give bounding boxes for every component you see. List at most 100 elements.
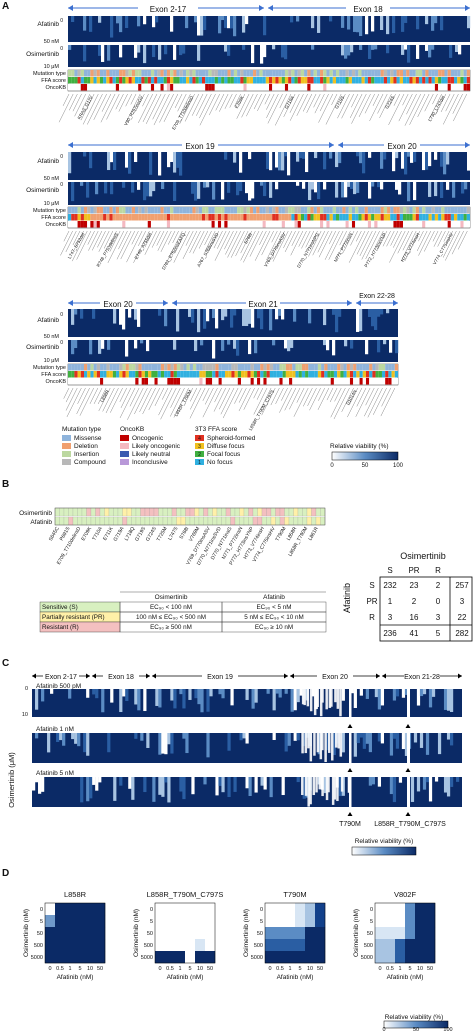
c-legend-title: Relative viability (%) <box>355 838 414 845</box>
b-mutation-label: T790M <box>275 526 288 542</box>
svg-text:FFA score: FFA score <box>41 215 66 221</box>
svg-text:50: 50 <box>427 966 433 972</box>
panel-a-legend: Mutation type MissenseDeletionInsertionC… <box>62 426 404 469</box>
mutation-label: G719S <box>334 95 345 110</box>
svg-text:50: 50 <box>37 931 43 937</box>
c-markers: T790M L858R_T790M_C797S <box>339 724 446 828</box>
mutation-label: G719A <box>284 95 295 110</box>
c-block3-label: Afatinib 5 nM <box>36 770 74 777</box>
a-viability-title: Relative viability (%) <box>330 443 389 450</box>
svg-text:0.5: 0.5 <box>386 966 394 972</box>
svg-text:FFA score: FFA score <box>41 372 66 378</box>
b-mutation-labels: S645CP691SE709_T710delinsDE709KT710AE711… <box>48 525 320 566</box>
svg-text:3: 3 <box>198 444 201 450</box>
b-matrix-cell: 0 <box>436 597 441 606</box>
svg-text:5: 5 <box>40 919 43 925</box>
legend-item: Likely oncogenic <box>132 443 181 450</box>
d-heatmap-title: L858R_T790M_C797S <box>147 890 224 899</box>
b-criteria-label: Resistant (R) <box>42 624 79 631</box>
d-legend-colorbar <box>383 1020 449 1029</box>
svg-text:50: 50 <box>413 1027 419 1031</box>
panel-a-row-1: Exon 2-17 Exon 18 Afatinib 50 nM 0 Osime… <box>26 3 471 131</box>
legend-ffa-title: 3T3 FFA score <box>195 426 238 433</box>
svg-text:0: 0 <box>48 966 51 972</box>
d-x-axis-label: Afatinib (nM) <box>57 974 94 981</box>
svg-text:0: 0 <box>382 1027 385 1031</box>
b-matrix-cell: 232 <box>383 581 397 590</box>
svg-text:5000: 5000 <box>251 955 263 961</box>
c-block2-label: Afatinib 1 nM <box>36 726 74 733</box>
c-y-axis-label: Osimertinib (μM) <box>7 752 16 808</box>
svg-text:100: 100 <box>393 463 404 469</box>
d-y-axis-label: Osimertinib (nM) <box>23 909 30 957</box>
svg-text:Afatinib: Afatinib <box>37 317 59 324</box>
mutation-label: L858R <box>99 388 110 403</box>
b-matrix-title: Osimertinib <box>400 551 446 561</box>
svg-text:Osimertinib: Osimertinib <box>26 344 59 351</box>
mutation-label: V769_D770insASV <box>263 232 287 268</box>
b-mutation-label: L861R <box>307 526 320 542</box>
svg-text:1: 1 <box>288 966 291 972</box>
mutation-label: R748_P753delinsS <box>96 232 120 268</box>
svg-text:50: 50 <box>317 966 323 972</box>
svg-text:EC₉₀ ≥ 500 nM: EC₉₀ ≥ 500 nM <box>150 624 192 631</box>
legend-item: Focal focus <box>207 451 241 458</box>
b-matrix-cell: 257 <box>455 581 469 590</box>
legend-item: No focus <box>207 459 233 466</box>
svg-text:100: 100 <box>443 1027 452 1031</box>
b-matrix-cell: 23 <box>410 581 419 590</box>
panel-a-row-3: Exon 20 Exon 21 Exon 22-28 Afatinib 50 n… <box>26 293 399 431</box>
mutation-label: A767_S768insSVD <box>196 231 220 268</box>
c-exon-label: Exon 2-17 <box>45 674 77 681</box>
b-matrix-cell: 3 <box>460 597 465 606</box>
mutation-label: S768I <box>243 232 253 245</box>
a-row2-drug1: Afatinib <box>37 158 59 165</box>
svg-text:50: 50 <box>257 931 263 937</box>
b-matrix-cell: 22 <box>458 613 467 622</box>
svg-text:0: 0 <box>378 966 381 972</box>
svg-text:0: 0 <box>25 686 28 692</box>
svg-text:5: 5 <box>150 919 153 925</box>
a-row1-drug1-tick: 50 nM <box>44 39 60 45</box>
svg-text:1: 1 <box>398 966 401 972</box>
svg-text:50 nM: 50 nM <box>44 334 60 340</box>
svg-text:4: 4 <box>198 436 201 442</box>
legend-item: Diffuse focus <box>207 443 245 450</box>
a-row3-exon-1: Exon 20 <box>103 300 133 309</box>
svg-text:EC₉₀ < 100 nM: EC₉₀ < 100 nM <box>150 604 192 611</box>
legend-item: Deletion <box>74 443 98 450</box>
d-x-axis-label: Afatinib (nM) <box>167 974 204 981</box>
d-x-axis-label: Afatinib (nM) <box>387 974 424 981</box>
mutation-label: D761_E762insEAFQ <box>161 232 186 271</box>
svg-text:0: 0 <box>268 966 271 972</box>
legend-item: Missense <box>74 435 102 442</box>
b-row-label-osimertinib: Osimertinib <box>19 510 52 517</box>
a-row1-exon-2: Exon 18 <box>353 5 383 14</box>
svg-text:0.5: 0.5 <box>276 966 284 972</box>
svg-text:10: 10 <box>22 712 28 718</box>
legend-item: Spheroid-formed <box>207 435 256 442</box>
b-matrix-cell: 3 <box>436 613 441 622</box>
panel-c-letter: C <box>2 658 9 669</box>
legend-item: Oncogenic <box>132 435 164 442</box>
svg-text:OncoKB: OncoKB <box>46 379 67 385</box>
a-row1-drug1: Afatinib <box>37 21 59 28</box>
svg-text:5000: 5000 <box>361 955 373 961</box>
mutation-label: E709K <box>234 95 245 109</box>
c-exon-label: Exon 18 <box>108 674 134 681</box>
a-row3-osimertinib-heatmap <box>68 340 398 362</box>
svg-text:5000: 5000 <box>141 955 153 961</box>
svg-text:50: 50 <box>367 931 373 937</box>
a-row3-exon-2: Exon 21 <box>248 300 278 309</box>
b-matrix-side-title: Afatinib <box>342 583 352 613</box>
c-block1-label: Afatinib 500 pM <box>36 683 81 690</box>
svg-text:5: 5 <box>408 966 411 972</box>
mutation-label: P772_H773insYNP <box>363 232 387 268</box>
a-viability-colorbar <box>331 451 399 461</box>
